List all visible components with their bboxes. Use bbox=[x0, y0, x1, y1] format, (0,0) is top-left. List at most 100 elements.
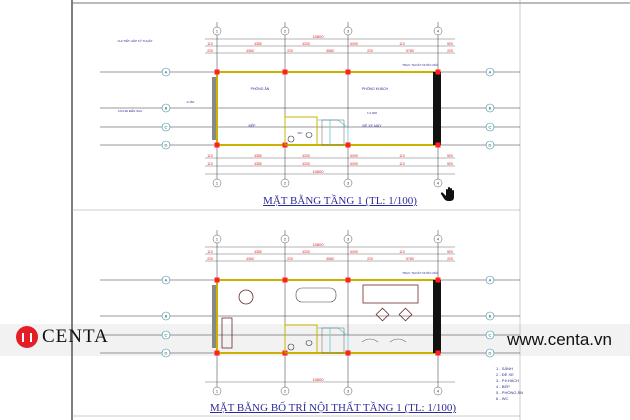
axis-label: C bbox=[165, 333, 168, 338]
armchair-icon bbox=[375, 307, 390, 322]
axis-bubble bbox=[161, 275, 171, 285]
axis-label: B bbox=[489, 106, 492, 111]
website-url: www.centa.vn bbox=[507, 330, 612, 349]
wc-wall bbox=[284, 324, 318, 354]
axis-label: 3 bbox=[347, 389, 350, 394]
dimension-text: 220 bbox=[207, 257, 213, 261]
dimension-text: 110 bbox=[399, 154, 405, 158]
axis-bubble bbox=[433, 234, 443, 244]
dimension-text: 4380 bbox=[254, 154, 262, 158]
axis-bubble bbox=[485, 330, 495, 340]
axis-bubble bbox=[280, 234, 290, 244]
dimension-text: 6000 bbox=[350, 42, 358, 46]
dimension-text: 6000 bbox=[350, 154, 358, 158]
axis-label: 4 bbox=[437, 29, 440, 34]
axis-label: 1 bbox=[216, 181, 219, 186]
axis-bubble bbox=[433, 178, 443, 188]
logo-icon bbox=[16, 326, 38, 348]
axis-bubble bbox=[485, 103, 495, 113]
dimension-text: 220 bbox=[367, 49, 373, 53]
axis-bubble bbox=[485, 311, 495, 321]
column bbox=[214, 69, 220, 75]
floor-drain-icon bbox=[287, 135, 295, 143]
axis-bubble bbox=[161, 67, 171, 77]
dimension-text: 110 bbox=[207, 154, 213, 158]
toilet-icon bbox=[305, 340, 313, 346]
dimension-text: 6000 bbox=[350, 162, 358, 166]
axis-label: B bbox=[489, 314, 492, 319]
legend-item: 2 - ĐỂ XE bbox=[496, 372, 514, 377]
rear-window bbox=[212, 77, 216, 140]
axis-bubble bbox=[280, 386, 290, 396]
room-label: PHÒNG ĂN bbox=[251, 86, 270, 91]
axis-bubble bbox=[161, 311, 171, 321]
dimension-text: 220 bbox=[287, 49, 293, 53]
dimension-text: 4200 bbox=[302, 154, 310, 158]
staircase bbox=[318, 119, 349, 145]
axis-bubble bbox=[343, 26, 353, 36]
dimension-text: 4360 bbox=[246, 257, 254, 261]
armchair-icon bbox=[398, 307, 413, 322]
note: CHI TIẾT HỘP KỸ THUẬT bbox=[117, 38, 152, 43]
axis-label: D bbox=[489, 143, 492, 148]
axis-label: D bbox=[165, 143, 168, 148]
dimension-text: 5780 bbox=[406, 49, 414, 53]
legend-item: 1 - SẢNH bbox=[496, 366, 513, 371]
axis-bubble bbox=[485, 122, 495, 132]
room-label: BẾP bbox=[248, 123, 256, 128]
dimension-text: 220 bbox=[207, 49, 213, 53]
cursor-hand-icon bbox=[440, 187, 454, 201]
column bbox=[345, 69, 351, 75]
watermark-band bbox=[0, 324, 630, 356]
dimension-text: 110 bbox=[207, 162, 213, 166]
axis-label: 4 bbox=[437, 181, 440, 186]
dimension-text: 110 bbox=[399, 42, 405, 46]
column bbox=[282, 277, 288, 283]
legend-item: 4 - BẾP bbox=[496, 384, 510, 389]
plan-title-1: MẶT BẰNG TẦNG 1 (TL: 1/100) bbox=[263, 195, 417, 207]
legend-item: 3 - P.KHÁCH bbox=[496, 378, 520, 383]
axis-label: C bbox=[489, 333, 492, 338]
axis-bubble bbox=[343, 234, 353, 244]
axis-label: 3 bbox=[347, 181, 350, 186]
dimension-text: 500 bbox=[447, 162, 453, 166]
axis-bubble bbox=[280, 26, 290, 36]
dimension-text: 4380 bbox=[254, 250, 262, 254]
column bbox=[435, 350, 441, 356]
dimension-text: 4200 bbox=[302, 42, 310, 46]
axis-bubble bbox=[485, 275, 495, 285]
axis-label: A bbox=[165, 70, 168, 75]
dimension-text: 4200 bbox=[302, 162, 310, 166]
axis-bubble bbox=[161, 122, 171, 132]
column bbox=[214, 142, 220, 148]
dimension-text: 220 bbox=[367, 257, 373, 261]
dimension-text: 110 bbox=[399, 162, 405, 166]
column bbox=[282, 69, 288, 75]
dimension-text: 500 bbox=[447, 154, 453, 158]
axis-bubble bbox=[343, 386, 353, 396]
rear-window bbox=[212, 285, 216, 348]
motorbike-icon bbox=[389, 338, 407, 343]
legend-item: 6 - WC bbox=[496, 396, 509, 401]
axis-bubble bbox=[212, 386, 222, 396]
dimension-text: 4380 bbox=[254, 42, 262, 46]
dimension-text: 15800 bbox=[312, 242, 324, 247]
axis-label: A bbox=[489, 70, 492, 75]
axis-bubble bbox=[161, 140, 171, 150]
wc-wall bbox=[284, 116, 318, 146]
dimension-text: 5780 bbox=[406, 257, 414, 261]
legend-item: 5 - PHÒNG ĂN bbox=[496, 390, 524, 395]
axis-bubble bbox=[212, 26, 222, 36]
axis-label: 2 bbox=[284, 29, 287, 34]
dimension-text: 220 bbox=[447, 49, 453, 53]
axis-label: 3 bbox=[347, 237, 350, 242]
kitchen-counter-icon bbox=[221, 317, 233, 349]
floor-drain-icon bbox=[287, 343, 295, 351]
axis-label: D bbox=[489, 351, 492, 356]
column bbox=[345, 350, 351, 356]
dimension-text: 4360 bbox=[246, 49, 254, 53]
dimension-text: 110 bbox=[399, 250, 405, 254]
axis-label: 2 bbox=[284, 181, 287, 186]
axis-label: B bbox=[165, 314, 168, 319]
room-label: ĐỂ XE MÁY bbox=[362, 123, 382, 128]
